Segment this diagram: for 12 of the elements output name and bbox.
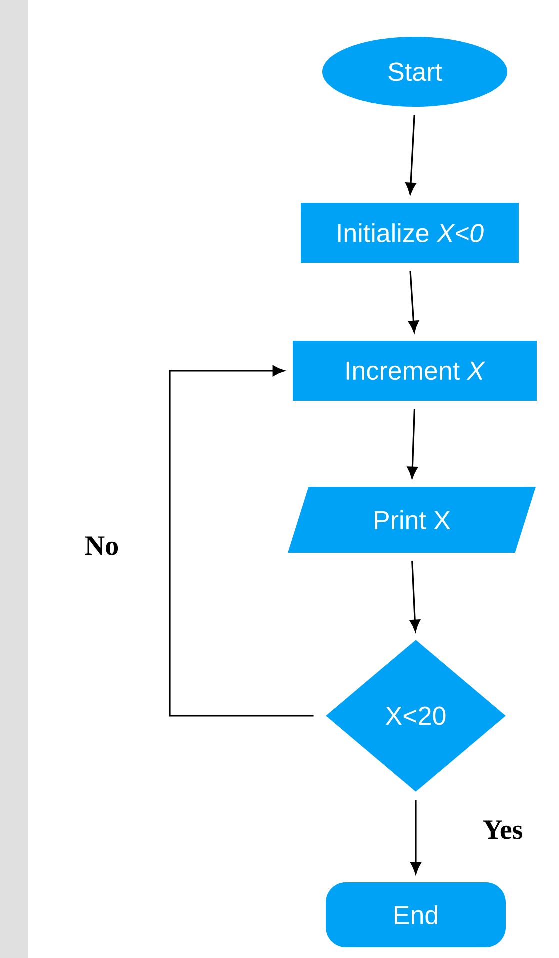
io-parallelogram: Print X — [288, 487, 536, 553]
edge-label: Yes — [482, 820, 524, 840]
arrow — [407, 409, 418, 479]
arrow — [169, 366, 314, 717]
arrow — [410, 800, 422, 874]
process-box: Increment X — [293, 341, 537, 401]
arrow — [408, 271, 420, 333]
edge-label: No — [84, 536, 120, 556]
arrow — [410, 561, 420, 632]
process-box: Initialize X<0 — [301, 203, 519, 263]
end-terminal: End — [326, 882, 506, 948]
arrow — [406, 115, 416, 195]
